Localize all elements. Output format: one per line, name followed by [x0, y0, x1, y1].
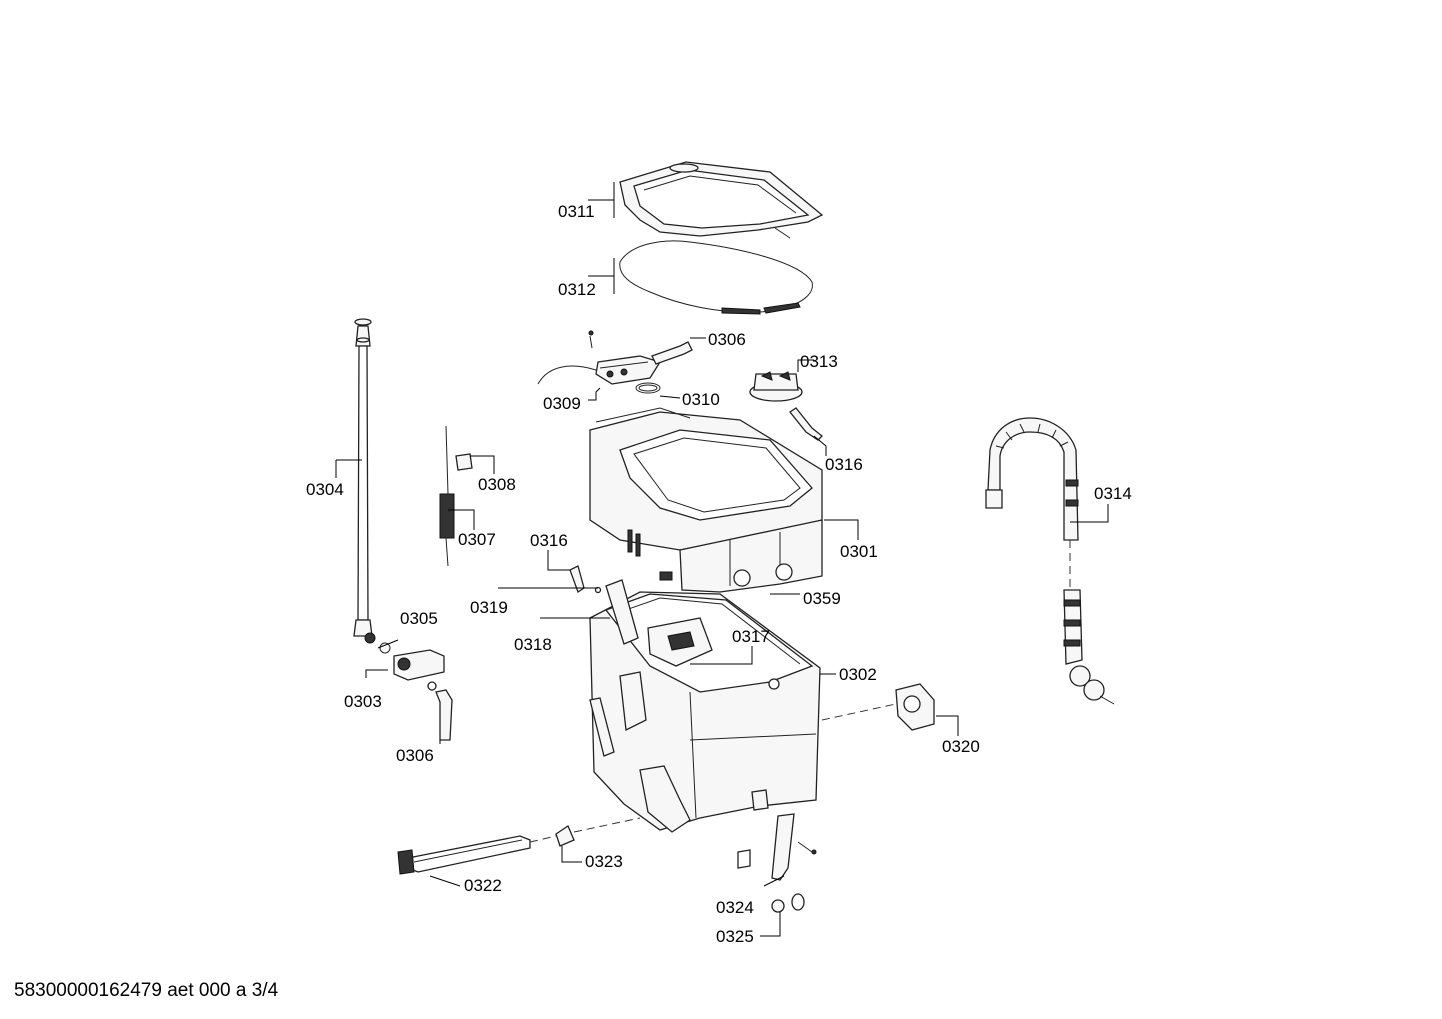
- part-0304-pipe[interactable]: [353, 318, 373, 637]
- part-0311-seal-frame[interactable]: [619, 161, 824, 237]
- callout-0324[interactable]: 0324: [716, 898, 754, 917]
- leader-lines: [335, 182, 1109, 937]
- callout-0318[interactable]: 0318: [514, 635, 552, 654]
- part-0322-heater[interactable]: [397, 835, 531, 875]
- part-0324-arm[interactable]: [737, 813, 817, 881]
- part-0306-hose-bottom[interactable]: [435, 689, 453, 741]
- callout-0310[interactable]: 0310: [682, 390, 720, 409]
- callout-0302[interactable]: 0302: [839, 665, 877, 684]
- callout-0306-top[interactable]: 0306: [708, 330, 746, 349]
- callout-0304[interactable]: 0304: [306, 480, 344, 499]
- callout-0307[interactable]: 0307: [458, 530, 496, 549]
- part-0302-tub[interactable]: [589, 579, 821, 833]
- part-0325-cap[interactable]: [771, 893, 805, 913]
- part-0308-bracket[interactable]: [455, 453, 473, 471]
- callout-0319[interactable]: 0319: [470, 598, 508, 617]
- part-0307-spring[interactable]: [439, 425, 455, 567]
- part-0306-hose-top[interactable]: [651, 341, 693, 365]
- document-id-footer: 58300000162479 aet 000 a 3/4: [14, 980, 279, 1001]
- callout-0316-b[interactable]: 0316: [530, 531, 568, 550]
- callout-0323[interactable]: 0323: [585, 852, 623, 871]
- callout-0322[interactable]: 0322: [464, 876, 502, 895]
- callout-0312[interactable]: 0312: [558, 280, 596, 299]
- callout-0314[interactable]: 0314: [1094, 484, 1132, 503]
- callout-0305[interactable]: 0305: [400, 609, 438, 628]
- callout-0317[interactable]: 0317: [732, 627, 770, 646]
- callout-0301[interactable]: 0301: [840, 542, 878, 561]
- part-0323-bracket[interactable]: [529, 817, 641, 847]
- part-0313-pressure-switch[interactable]: [749, 371, 803, 402]
- part-0309-dispenser-valve[interactable]: [537, 330, 662, 385]
- callout-labels: 0311 0312 0306 0313 0309 0310 0316 0314 …: [306, 202, 1132, 946]
- part-0312-ring[interactable]: [619, 227, 813, 315]
- callout-0306-bottom[interactable]: 0306: [396, 746, 434, 765]
- part-0314-drain-hose[interactable]: [985, 417, 1115, 705]
- callout-0309[interactable]: 0309: [543, 394, 581, 413]
- callout-0313[interactable]: 0313: [800, 352, 838, 371]
- callout-0325[interactable]: 0325: [716, 927, 754, 946]
- callout-0320[interactable]: 0320: [942, 737, 980, 756]
- part-0320-pump[interactable]: [821, 683, 935, 731]
- callout-0303[interactable]: 0303: [344, 692, 382, 711]
- callout-0316-a[interactable]: 0316: [825, 455, 863, 474]
- part-0301-top-housing[interactable]: [589, 407, 823, 593]
- part-0316-hose-a[interactable]: [789, 407, 823, 441]
- part-0310-ring[interactable]: [635, 382, 661, 394]
- part-0303-valve[interactable]: [393, 649, 445, 691]
- callout-0311[interactable]: 0311: [558, 202, 595, 221]
- callout-0359[interactable]: 0359: [803, 589, 841, 608]
- part-0305-ring[interactable]: [364, 632, 391, 654]
- callout-0308[interactable]: 0308: [478, 475, 516, 494]
